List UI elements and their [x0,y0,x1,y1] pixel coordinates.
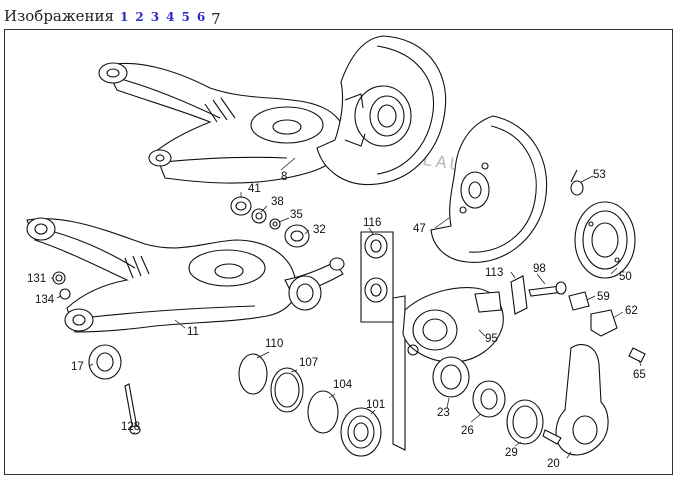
backing-plate-47 [430,115,548,263]
callout-131: 131 [27,273,46,285]
page-current-7: 7 [211,10,221,28]
callout-107: 107 [299,357,318,369]
page-link-1[interactable]: 1 [120,10,129,24]
callout-95: 95 [485,333,498,345]
leader-lines [51,157,642,459]
callout-32: 32 [313,224,326,236]
callout-41: 41 [248,183,261,195]
lower-control-arm [26,217,345,333]
callout-8: 8 [281,171,287,183]
bushing-116 [360,231,406,451]
callout-110: 110 [265,338,283,350]
callout-98: 98 [533,263,546,275]
page-link-3[interactable]: 3 [150,10,160,24]
callout-53: 53 [593,169,606,181]
upper-control-arm [98,62,346,184]
backing-plate-upper [316,35,447,186]
callout-113: 113 [485,267,503,279]
callout-35: 35 [290,209,303,221]
callout-128: 128 [121,421,140,433]
image-pager: Изображения 1 2 3 4 5 6 7 [4,7,221,28]
callout-59: 59 [597,291,610,303]
callout-38: 38 [271,196,284,208]
parts-41-38-35-32 [230,196,310,248]
parts-diagram-drawing: WWW.LAUTS.RU [26,35,646,470]
callout-65: 65 [633,369,646,381]
callout-62: 62 [625,305,638,317]
callout-26: 26 [461,425,474,437]
callout-116: 116 [363,217,381,229]
callout-17: 17 [71,361,84,373]
callout-20: 20 [547,458,560,470]
pager-label: Изображения [4,7,115,25]
callout-101: 101 [366,399,385,411]
page-link-4[interactable]: 4 [166,10,175,24]
page-link-5[interactable]: 5 [181,10,190,24]
callout-labels: 8 41 38 35 32 116 47 53 50 113 98 59 62 … [27,169,646,470]
callout-50: 50 [619,271,632,283]
callout-47: 47 [413,223,426,235]
bearings-23-26-29-hub-20 [432,344,609,456]
rings-110-107-104-101 [238,353,382,457]
page-link-2[interactable]: 2 [135,10,144,24]
callout-23: 23 [437,407,450,419]
callout-104: 104 [333,379,353,391]
wheel-carrier-95 [402,287,504,363]
callout-11: 11 [187,326,199,338]
parts-right-column [510,169,646,363]
callout-134: 134 [35,294,55,306]
parts-131-134 [52,271,71,300]
parts-17-128 [88,344,141,435]
page-link-6[interactable]: 6 [196,10,206,24]
parts-diagram: WWW.LAUTS.RU [4,29,673,475]
pager-links: 1 2 3 4 5 6 7 [120,10,221,28]
callout-29: 29 [505,447,518,459]
